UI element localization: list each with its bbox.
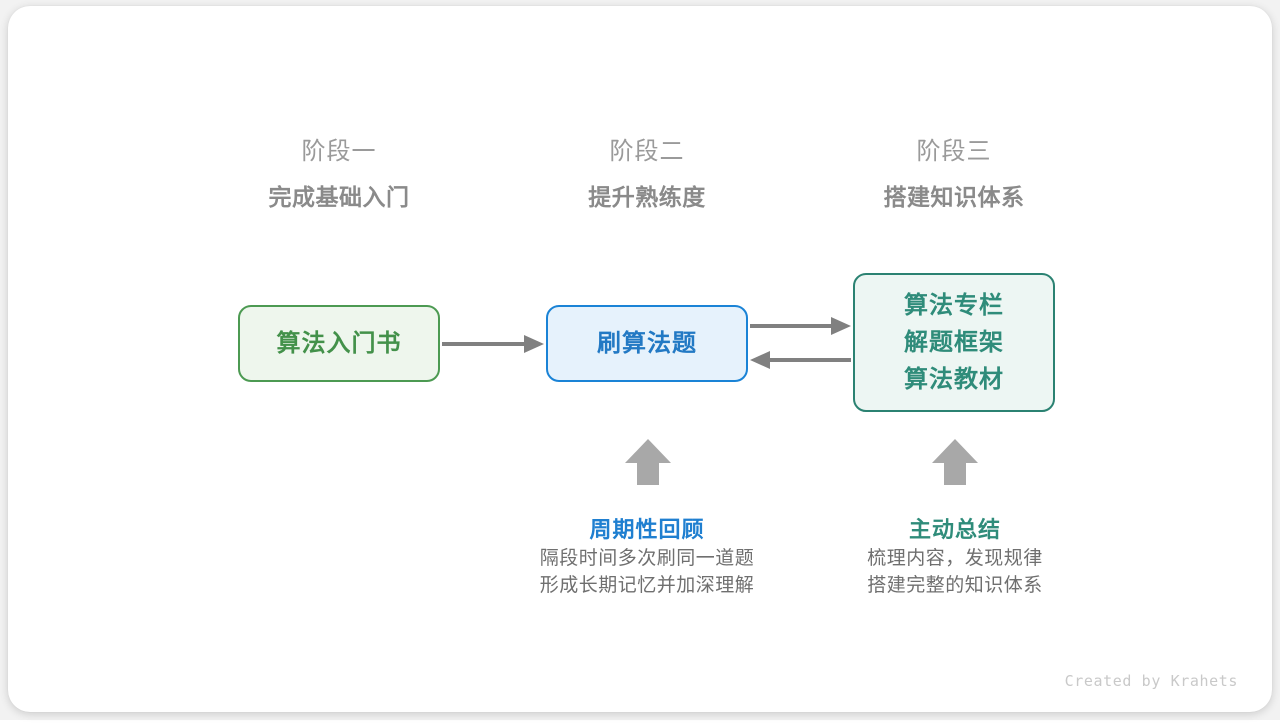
annotation-review-title: 周期性回顾 [589,517,705,542]
annotation-periodic-review: 周期性回顾 隔段时间多次刷同一道题 形成长期记忆并加深理解 [497,515,797,599]
arrow-practice-to-resources [750,317,851,335]
stage-1-kicker: 阶段一 [301,138,377,165]
annotation-active-summary: 主动总结 梳理内容，发现规律 搭建完整的知识体系 [805,515,1105,599]
stage-header-3: 阶段三 搭建知识体系 [824,135,1084,214]
arrow-summary-up [932,439,978,485]
diagram-card: 阶段一 完成基础入门 阶段二 提升熟练度 阶段三 搭建知识体系 [8,6,1272,712]
arrow-review-up [625,439,671,485]
stage-2-title: 提升熟练度 [588,184,706,210]
stage-3-title: 搭建知识体系 [883,184,1025,210]
annotation-summary-title: 主动总结 [908,517,1001,542]
stage-header-2: 阶段二 提升熟练度 [517,135,777,214]
node-book-line-1: 算法入门书 [276,330,402,357]
stage-header-1: 阶段一 完成基础入门 [209,135,469,214]
stage-1-title: 完成基础入门 [268,184,410,210]
node-resources-line-3: 算法教材 [904,366,1004,393]
annotation-summary-body-line-1: 梳理内容，发现规律 [867,548,1043,569]
node-learning-resources[interactable]: 算法专栏 解题框架 算法教材 [853,273,1055,412]
annotation-review-body-line-1: 隔段时间多次刷同一道题 [539,548,755,569]
credit-text: Created by Krahets [1064,672,1238,690]
node-practice-line-1: 刷算法题 [597,330,697,357]
node-resources-line-1: 算法专栏 [904,292,1004,319]
arrow-resources-to-practice [750,351,851,369]
node-algorithm-intro-book[interactable]: 算法入门书 [238,305,440,382]
arrow-book-to-practice [442,335,544,353]
stage-2-kicker: 阶段二 [609,138,685,165]
stage-3-kicker: 阶段三 [916,138,992,165]
node-practice-problems[interactable]: 刷算法题 [546,305,748,382]
annotation-review-body-line-2: 形成长期记忆并加深理解 [539,575,755,596]
node-resources-line-2: 解题框架 [904,329,1004,356]
annotation-summary-body-line-2: 搭建完整的知识体系 [867,575,1043,596]
